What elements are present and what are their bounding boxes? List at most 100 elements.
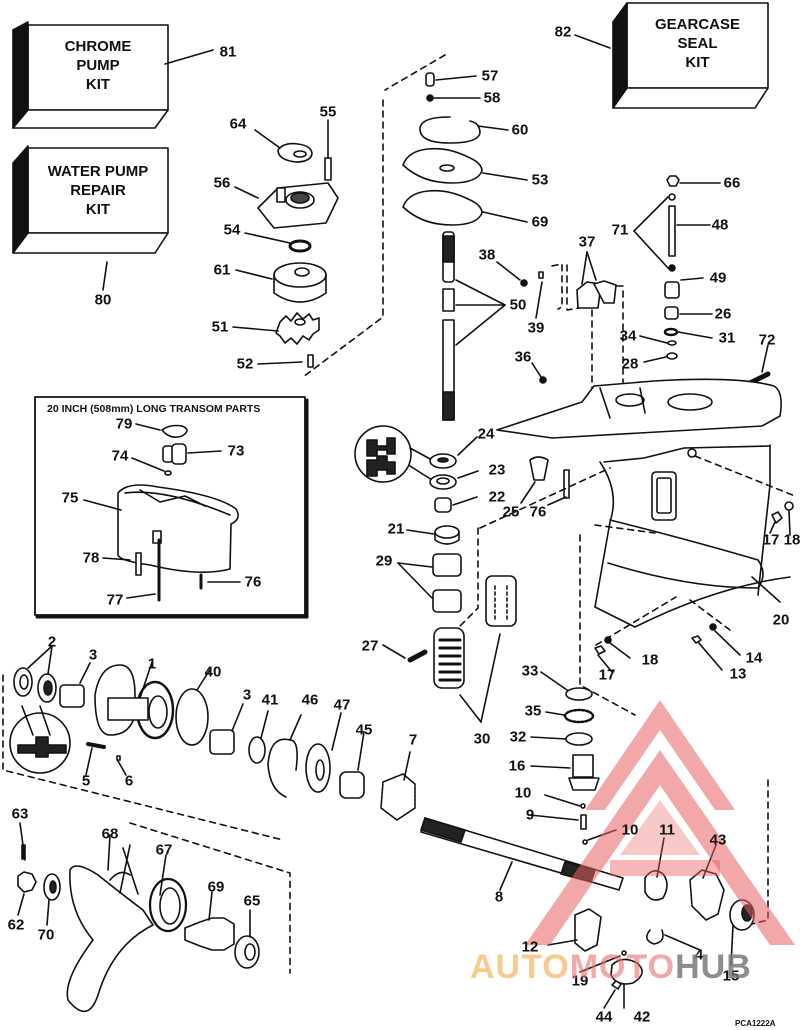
part-callout-45: 45 (355, 721, 373, 739)
part-callout-15: 15 (722, 967, 740, 985)
part-callout-20: 20 (772, 611, 790, 629)
part-callout-34: 34 (619, 327, 637, 345)
part-callout-25: 25 (502, 503, 520, 521)
inset-title: 20 INCH (508mm) LONG TRANSOM PARTS (47, 403, 261, 415)
part-callout-1: 1 (147, 655, 157, 673)
part-callout-78: 78 (82, 549, 100, 567)
part-callout-41: 41 (261, 691, 279, 709)
part-callout-82: 82 (554, 23, 572, 41)
part-callout-4: 4 (694, 946, 704, 964)
long-transom-inset (34, 396, 309, 619)
part-callout-63: 63 (11, 805, 29, 823)
part-callout-67: 67 (155, 841, 173, 859)
part-callout-47: 47 (333, 696, 351, 714)
part-callout-19: 19 (571, 972, 589, 990)
part-callout-58: 58 (483, 89, 501, 107)
part-callout-39: 39 (527, 319, 545, 337)
part-callout-8: 8 (494, 888, 504, 906)
drawing-code: PCA1222A (735, 1019, 776, 1028)
pinion-stack (530, 671, 600, 791)
kit-line: GEARCASE (654, 16, 740, 33)
part-callout-7: 7 (408, 731, 418, 749)
part-callout-60: 60 (511, 121, 529, 139)
part-callout-55: 55 (319, 103, 337, 121)
part-callout-53: 53 (531, 171, 549, 189)
kit-line: KIT (85, 75, 111, 93)
part-callout-26: 26 (714, 305, 732, 323)
part-callout-49: 49 (709, 269, 727, 287)
part-callout-12: 12 (521, 938, 539, 956)
part-callout-27: 27 (361, 637, 379, 655)
part-callout-68: 68 (101, 825, 119, 843)
part-callout-44: 44 (595, 1008, 613, 1026)
part-callout-81: 81 (219, 43, 237, 61)
propeller-parts (17, 822, 291, 1013)
part-callout-46: 46 (301, 691, 319, 709)
part-callout-77: 77 (106, 591, 124, 609)
part-callout-61: 61 (213, 261, 231, 279)
part-callout-76a: 76 (244, 573, 262, 591)
part-callout-64: 64 (229, 115, 247, 133)
gearcase-housing (457, 378, 796, 716)
part-callout-75: 75 (61, 489, 79, 507)
bearing-carrier-parts (2, 645, 416, 841)
kit-line: REPAIR (70, 181, 126, 199)
water-pump-repair-kit-box (12, 145, 169, 291)
part-callout-72: 72 (758, 331, 776, 349)
kit-line: KIT (685, 53, 710, 71)
part-callout-43: 43 (709, 831, 727, 849)
water-pump-repair-kit-label: WATER PUMP REPAIR KIT (28, 163, 168, 219)
kit-line: KIT (85, 200, 111, 218)
part-callout-2: 2 (47, 633, 57, 651)
driveshaft-parts (384, 54, 563, 421)
part-callout-56: 56 (213, 174, 231, 192)
part-callout-18a: 18 (783, 531, 800, 549)
chrome-pump-kit-box (12, 21, 214, 129)
part-callout-17b: 17 (598, 666, 616, 684)
part-callout-10a: 10 (514, 784, 532, 802)
part-callout-23: 23 (488, 461, 506, 479)
kit-line: CHROME (64, 38, 132, 55)
shift-rod-parts (566, 175, 771, 407)
part-callout-50: 50 (509, 296, 527, 314)
part-callout-38: 38 (478, 246, 496, 264)
kit-line: PUMP (76, 56, 120, 74)
part-callout-74: 74 (111, 447, 129, 465)
part-callout-32: 32 (509, 728, 527, 746)
part-callout-73: 73 (227, 442, 245, 460)
part-callout-18b: 18 (641, 651, 659, 669)
watermark-moto: MOTO (569, 948, 676, 986)
part-callout-24: 24 (477, 425, 495, 443)
part-callout-22: 22 (488, 488, 506, 506)
part-callout-48: 48 (711, 216, 729, 234)
part-callout-13: 13 (729, 665, 747, 683)
part-callout-10b: 10 (621, 821, 639, 839)
part-callout-37: 37 (578, 233, 596, 251)
part-callout-3a: 3 (88, 646, 98, 664)
part-callout-36: 36 (514, 348, 532, 366)
watermark-hub: HUB (675, 948, 752, 986)
part-callout-21: 21 (387, 520, 405, 538)
part-callout-57: 57 (481, 67, 499, 85)
part-callout-29: 29 (375, 552, 393, 570)
gearcase-seal-kit-box (574, 2, 769, 109)
part-callout-16: 16 (508, 757, 526, 775)
part-callout-76b: 76 (529, 503, 547, 521)
part-callout-3b: 3 (242, 686, 252, 704)
part-callout-65: 65 (243, 892, 261, 910)
watermark-text: AUTOMOTOHUB (470, 948, 752, 987)
kit-line: WATER PUMP (47, 163, 149, 180)
chrome-pump-kit-label: CHROME PUMP KIT (28, 38, 168, 94)
part-callout-33: 33 (521, 662, 539, 680)
kit-line: SEAL (677, 34, 718, 52)
part-callout-5: 5 (81, 772, 91, 790)
part-callout-40: 40 (204, 663, 222, 681)
gearcase-seal-kit-label: GEARCASE SEAL KIT (627, 16, 768, 72)
part-callout-80: 80 (94, 291, 112, 309)
watermark-auto: AUTO (470, 948, 570, 986)
part-callout-6: 6 (124, 772, 134, 790)
part-callout-79: 79 (115, 415, 133, 433)
watermark-logo (525, 700, 795, 945)
part-callout-69b: 69 (207, 878, 225, 896)
